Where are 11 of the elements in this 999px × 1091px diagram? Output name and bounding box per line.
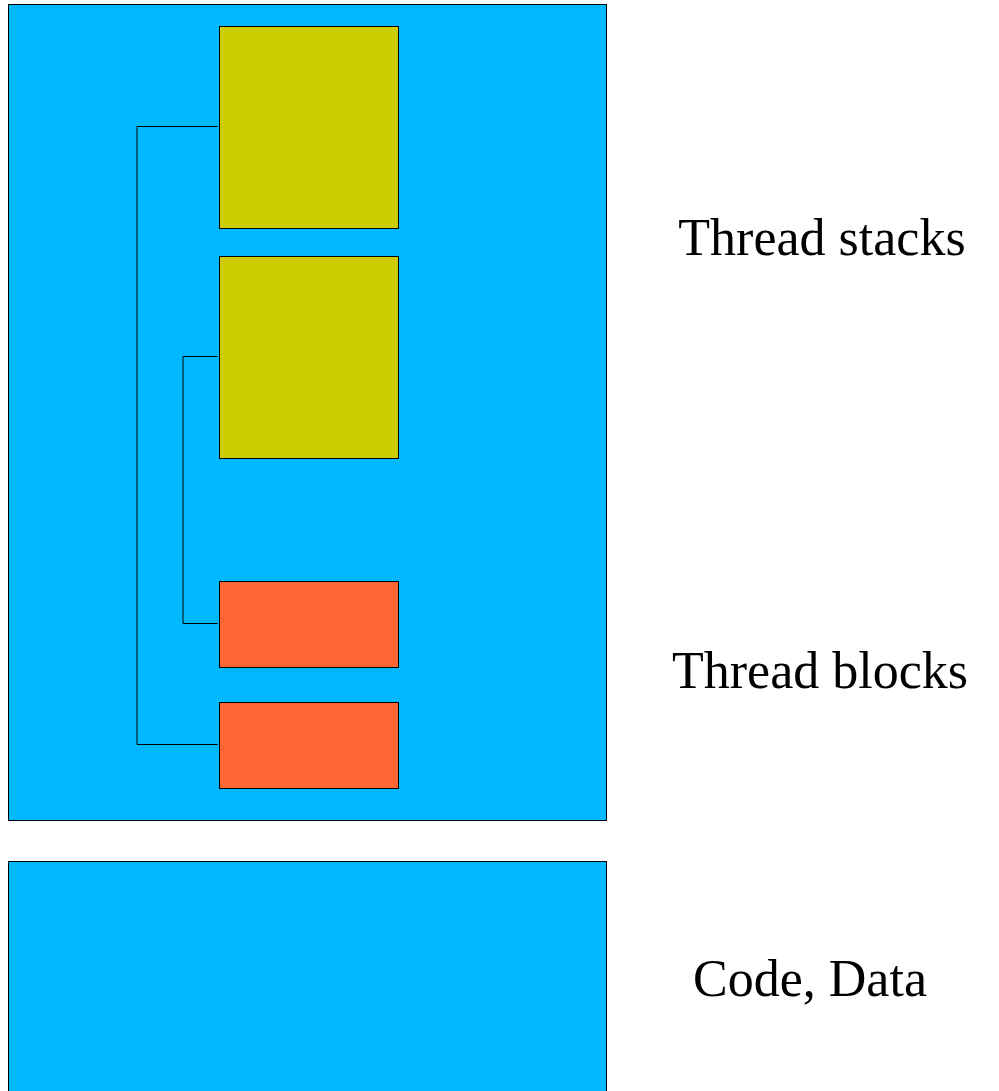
thread-block [219,702,399,789]
stack-block [219,26,399,229]
connector-line [182,356,219,624]
region-label: Thread blocks [672,640,968,700]
thread-block [219,581,399,668]
memory-region [8,861,607,1091]
stack-block [219,256,399,459]
region-label: Thread stacks [678,207,966,267]
region-label: Code, Data [693,948,927,1008]
connector-line [136,126,219,745]
memory-region [8,4,607,821]
